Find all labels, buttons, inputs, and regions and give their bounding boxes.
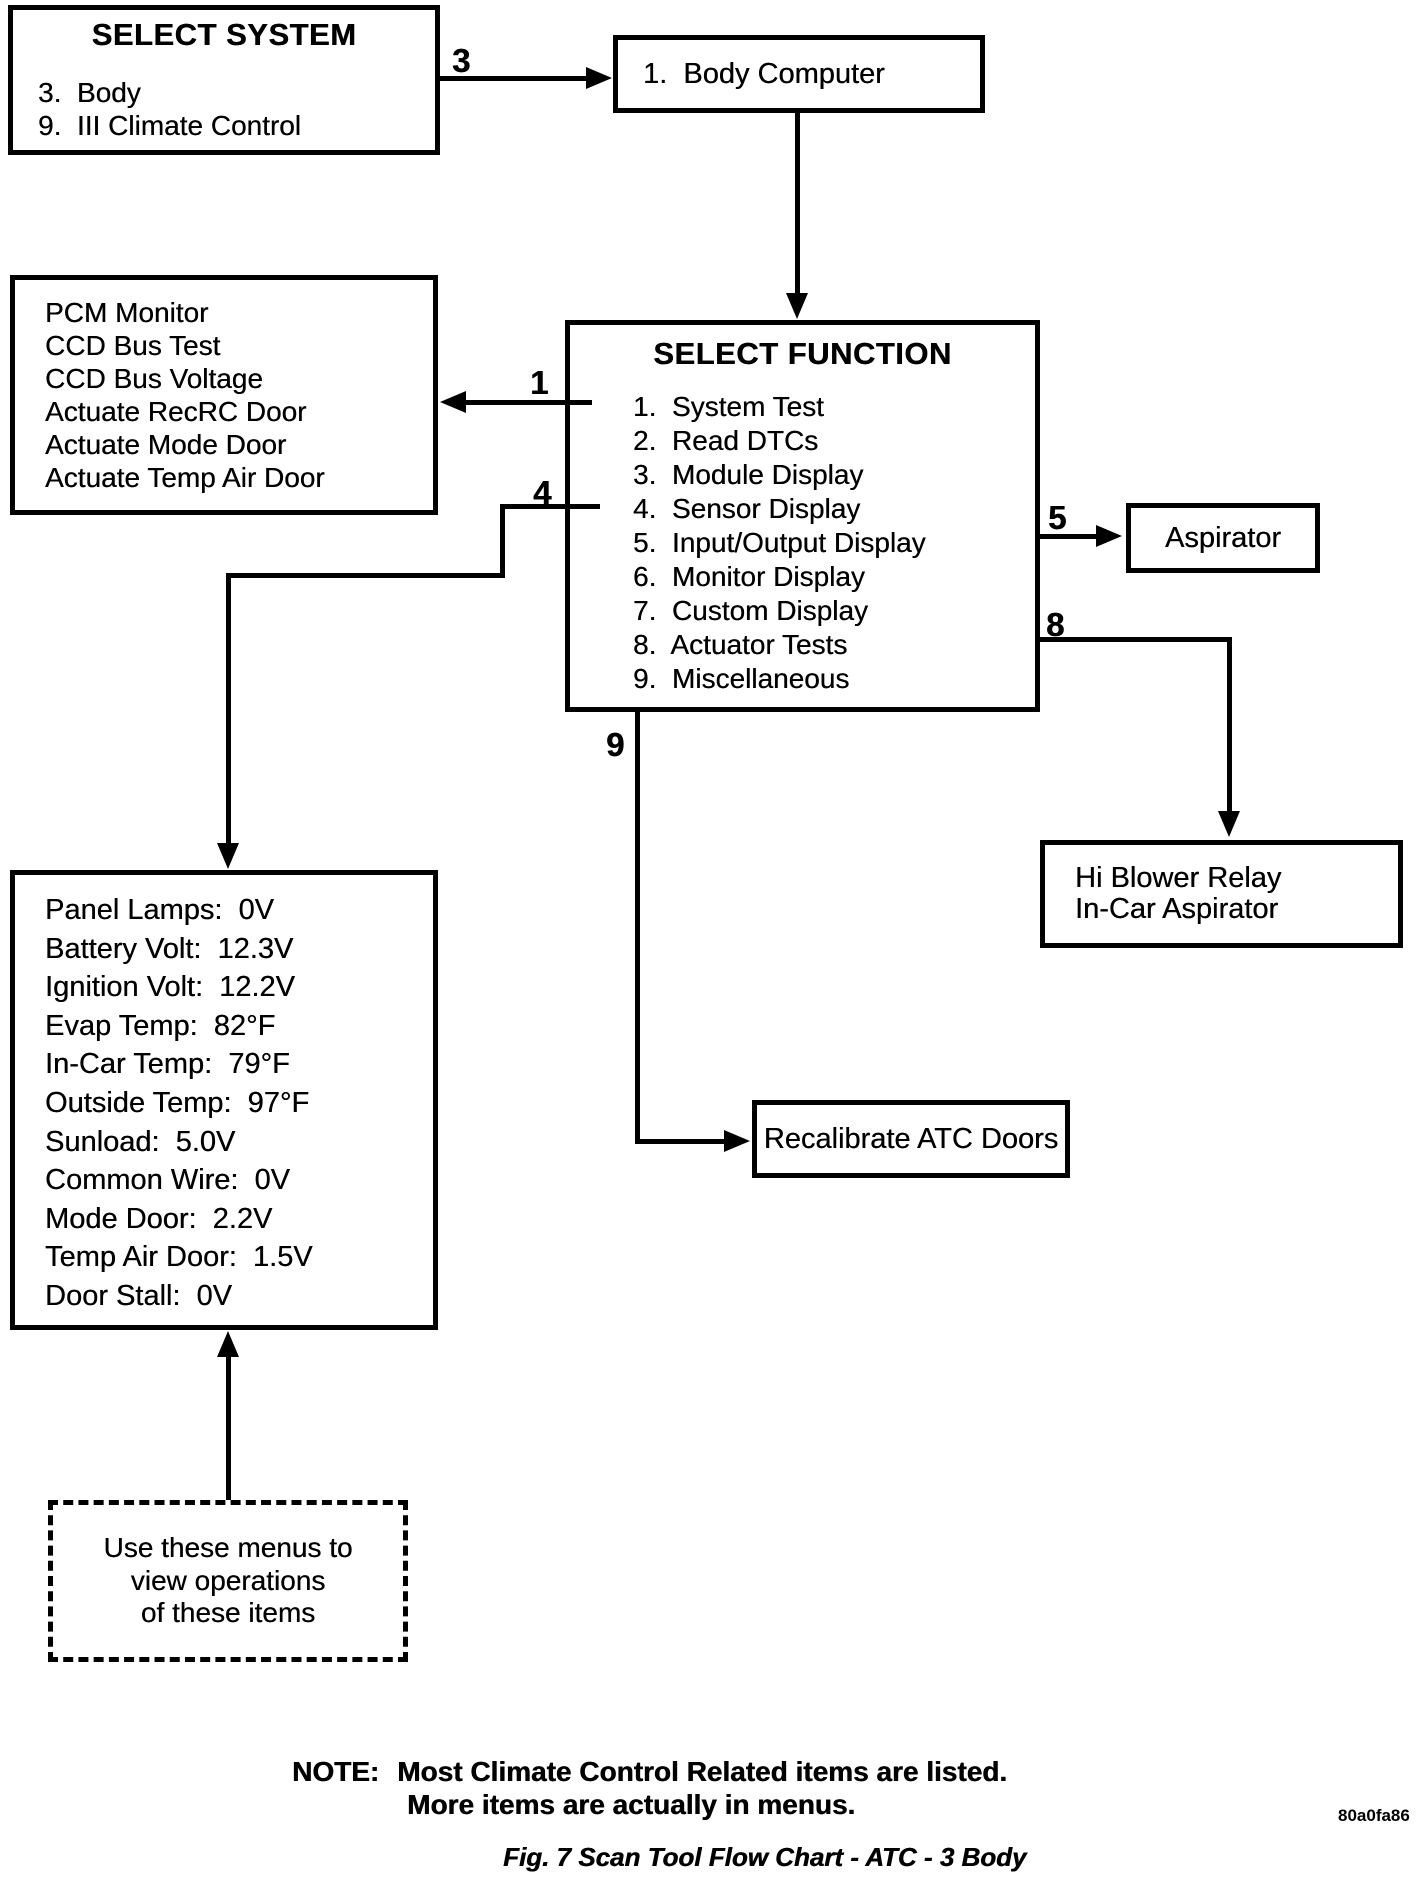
menu-item: 9. III Climate Control — [38, 110, 301, 141]
figure-code: 80a0fa86 — [1338, 1806, 1410, 1825]
note-line: view operations — [130, 1564, 326, 1596]
note-line: of these items — [140, 1597, 316, 1629]
sensor-value-item: In-Car Temp: 79°F — [45, 1048, 290, 1081]
select-system-title: SELECT SYSTEM — [91, 17, 357, 52]
connector-9-label: 9 — [606, 726, 625, 763]
menu-item: PCM Monitor — [45, 297, 209, 328]
body-computer-box: 1. Body Computer — [613, 35, 985, 113]
connector-5-arrowhead-icon — [1096, 525, 1122, 547]
connector-4-line-h1 — [502, 504, 600, 509]
connector-4-line-v1 — [500, 504, 505, 578]
connector-8-line-v — [1227, 637, 1232, 813]
connector-8-line-h — [1040, 637, 1232, 642]
connector-1-line — [466, 400, 592, 405]
menu-item: Actuate Mode Door — [45, 429, 287, 460]
sensor-value-item: Battery Volt: 12.3V — [45, 932, 294, 965]
connector-9-line-v — [635, 710, 640, 1144]
menu-item: 8. Actuator Tests — [633, 629, 848, 660]
connector-1-label: 1 — [530, 364, 549, 401]
connector-body-computer-arrowhead-icon — [786, 293, 808, 319]
connector-5-line — [1040, 534, 1098, 539]
sensor-value-item: Common Wire: 0V — [45, 1164, 290, 1197]
recalibrate-atc-doors-box: Recalibrate ATC Doors — [752, 1100, 1070, 1178]
menu-item: In-Car Aspirator — [1075, 893, 1279, 925]
menu-item: CCD Bus Voltage — [45, 363, 263, 394]
sensor-value-item: Sunload: 5.0V — [45, 1125, 236, 1158]
connector-8-arrowhead-icon — [1218, 811, 1240, 837]
sensor-value-item: Evap Temp: 82°F — [45, 1009, 276, 1042]
connector-4-line-h2 — [226, 573, 505, 578]
note-body: Most Climate Control Related items are l… — [397, 1756, 1008, 1787]
note-line: Use these menus to — [103, 1532, 353, 1564]
menu-item: 3. Module Display — [633, 459, 864, 490]
connector-3-line — [440, 76, 588, 81]
sensor-value-item: Temp Air Door: 1.5V — [45, 1241, 313, 1274]
body-computer-label: 1. Body Computer — [643, 57, 885, 90]
menu-item: Actuate RecRC Door — [45, 396, 307, 427]
menu-item: 3. Body — [38, 77, 141, 108]
connector-4-arrowhead-icon — [217, 843, 239, 869]
note-text-line1: NOTE: Most Climate Control Related items … — [292, 1756, 1007, 1788]
usage-note-arrowhead-icon — [217, 1331, 239, 1357]
connector-4-line-v2 — [226, 573, 231, 845]
connector-1-arrowhead-icon — [440, 391, 466, 413]
recalibrate-label: Recalibrate ATC Doors — [763, 1122, 1059, 1155]
sensor-display-items: Panel Lamps: 0V Battery Volt: 12.3V Igniti… — [15, 891, 433, 1316]
aspirator-label: Aspirator — [1164, 521, 1282, 554]
connector-9-arrowhead-icon — [724, 1130, 750, 1152]
menu-item: 4. Sensor Display — [633, 493, 861, 524]
connector-3-label: 3 — [452, 42, 471, 79]
connector-3-arrowhead-icon — [586, 67, 612, 89]
menu-item: 7. Custom Display — [633, 595, 868, 626]
sensor-value-item: Outside Temp: 97°F — [45, 1086, 310, 1119]
note-text-line2: More items are actually in menus. — [407, 1789, 856, 1820]
sensor-display-box: Panel Lamps: 0V Battery Volt: 12.3V Igniti… — [10, 870, 438, 1330]
usage-note-arrow-line — [226, 1357, 231, 1500]
connector-body-computer-line — [795, 113, 800, 295]
menu-item: 5. Input/Output Display — [633, 527, 926, 558]
sensor-value-item: Ignition Volt: 12.2V — [45, 971, 295, 1004]
figure-caption: Fig. 7 Scan Tool Flow Chart - ATC - 3 Bo… — [503, 1842, 1027, 1872]
connector-5-label: 5 — [1048, 499, 1067, 536]
connector-8-label: 8 — [1046, 606, 1065, 643]
menu-item: 2. Read DTCs — [633, 425, 819, 456]
menu-item: CCD Bus Test — [45, 330, 221, 361]
sensor-value-item: Mode Door: 2.2V — [45, 1202, 273, 1235]
menu-item: 6. Monitor Display — [633, 561, 865, 592]
menu-item: Hi Blower Relay — [1075, 862, 1282, 894]
menu-item: 9. Miscellaneous — [633, 663, 850, 694]
sensor-value-item: Door Stall: 0V — [45, 1279, 232, 1312]
menu-item: 1. System Test — [633, 391, 824, 422]
note-prefix: NOTE: — [292, 1756, 380, 1787]
menu-item: Actuate Temp Air Door — [45, 462, 325, 493]
connector-4-label: 4 — [533, 474, 552, 511]
connector-9-line-h — [635, 1139, 726, 1144]
sensor-value-item: Panel Lamps: 0V — [45, 894, 274, 926]
select-function-title: SELECT FUNCTION — [653, 336, 952, 371]
aspirator-box: Aspirator — [1126, 503, 1320, 573]
